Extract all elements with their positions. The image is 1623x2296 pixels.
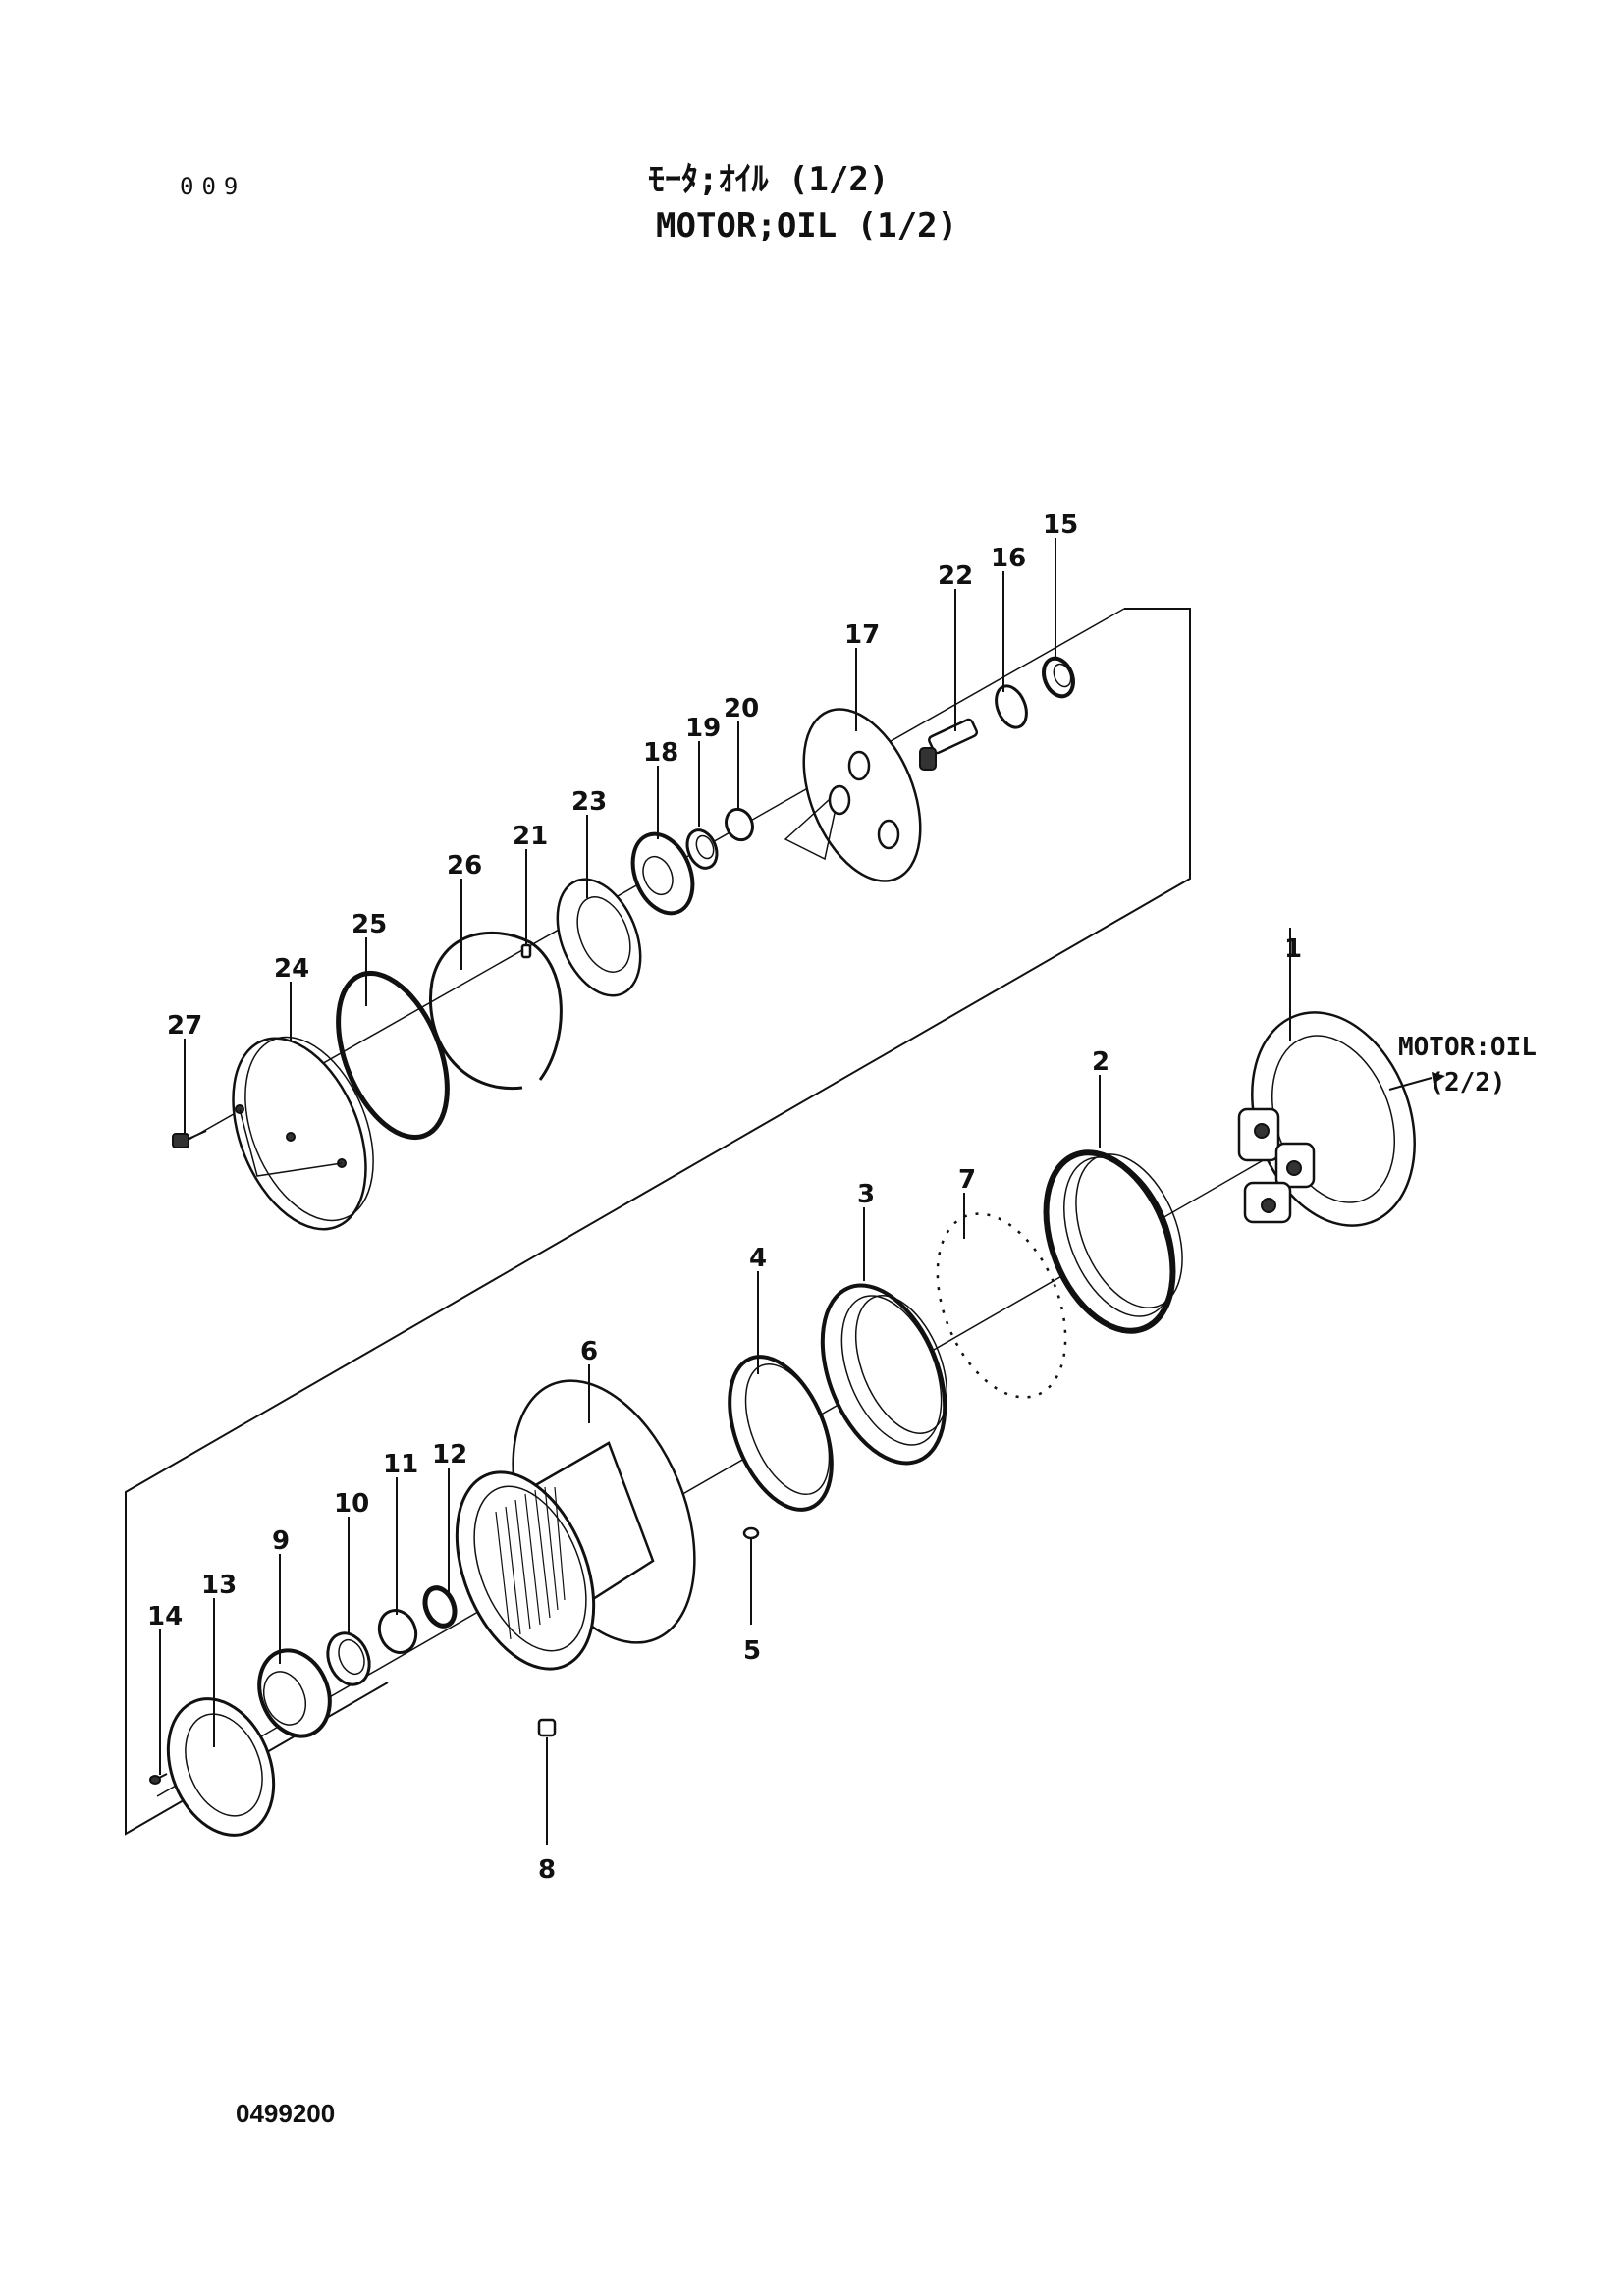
part-2-seal-ring [1043,1149,1183,1334]
part-10-needle-bearing [326,1631,371,1686]
part-11-spacer [377,1609,418,1654]
part-20-spacer [725,807,754,842]
part-number-labels: 1 2 3 4 5 6 7 8 9 10 11 12 13 14 15 16 1… [147,510,1302,1885]
label-part-27: 27 [167,1011,202,1041]
part-18-gear [630,831,695,916]
label-part-3: 3 [857,1180,875,1209]
part-17-carrier [784,708,922,882]
reference-note-line1: MOTOR:OIL [1398,1033,1537,1062]
part-21-pin [520,943,532,959]
part-22-shaft [919,718,979,771]
label-part-1: 1 [1284,934,1302,964]
label-part-13: 13 [201,1571,237,1600]
label-part-20: 20 [724,694,759,723]
label-part-8: 8 [538,1855,556,1885]
part-5-screw [742,1526,760,1561]
part-9-gear [257,1648,332,1738]
part-25-o-ring [336,970,450,1141]
label-part-2: 2 [1092,1047,1109,1077]
label-part-24: 24 [274,954,309,984]
part-14-bolt [149,1773,168,1785]
part-12-washer [422,1585,458,1629]
label-part-14: 14 [147,1602,183,1631]
page-number: 009 [180,173,246,200]
label-part-7: 7 [958,1165,976,1195]
label-part-15: 15 [1043,510,1078,540]
label-part-11: 11 [383,1450,418,1479]
part-24-cover [232,1036,374,1231]
label-part-6: 6 [580,1337,598,1366]
label-part-10: 10 [334,1489,369,1519]
part-16-snap-ring [995,684,1028,729]
part-19-needle-bearing [685,828,719,870]
part-4-nut [728,1355,834,1512]
label-part-19: 19 [685,714,721,743]
part-26-snap-ring [429,931,563,1091]
label-part-21: 21 [513,822,548,851]
label-part-12: 12 [432,1440,467,1469]
leader-lines [159,538,1291,1775]
part-6-hub [455,1379,696,1671]
label-part-9: 9 [272,1526,290,1556]
title-japanese: ﾓｰﾀ;ｵｲﾙ (1/2) [648,160,890,199]
label-part-5: 5 [743,1636,761,1666]
label-part-25: 25 [352,910,387,939]
drawing-number: 0499200 [236,2099,336,2128]
reference-note-line2: (2/2) [1429,1068,1506,1097]
part-27-bolt [172,1130,207,1148]
continuation-reference-note: MOTOR:OIL (2/2) [1398,1030,1537,1100]
part-13-cover-plate [166,1697,276,1837]
label-part-22: 22 [938,561,973,591]
part-15-gear [1042,656,1075,699]
label-part-23: 23 [571,787,607,817]
label-part-18: 18 [643,738,678,768]
part-3-bearing [820,1283,948,1466]
title-english: MOTOR;OIL (1/2) [656,206,958,245]
part-1-motor-housing [1237,1011,1445,1227]
label-part-4: 4 [749,1244,767,1273]
part-8-plug [537,1718,557,1845]
assembly-frame [125,608,1191,1836]
part-23-thrust-plate [556,878,642,997]
label-part-26: 26 [447,851,482,881]
label-part-17: 17 [844,620,880,650]
part-7-steel-balls [936,1212,1067,1399]
label-part-16: 16 [991,544,1026,573]
